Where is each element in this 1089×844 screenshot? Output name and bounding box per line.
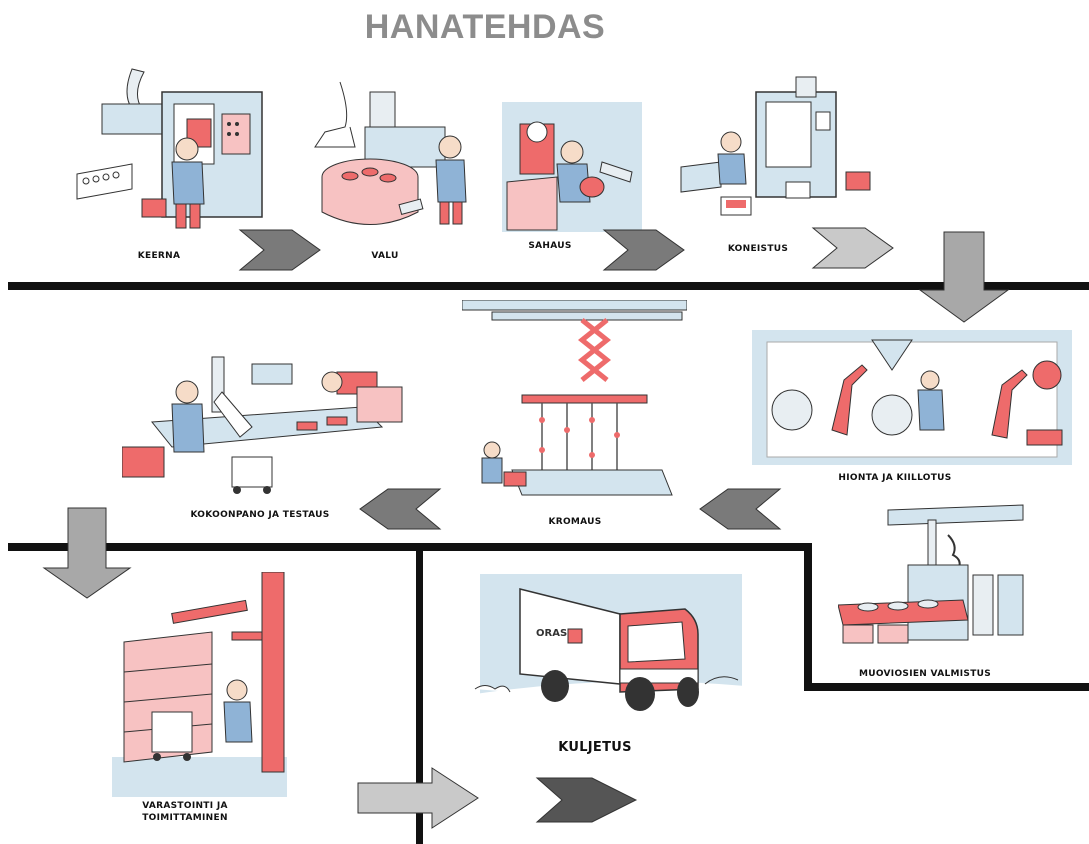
step-label-koneistus: KONEISTUS	[727, 244, 789, 254]
step-chevron-icon	[238, 229, 321, 271]
step-label-kromaus: KROMAUS	[548, 517, 602, 527]
step-label-varastointi-line2: TOIMITTAMINEN	[142, 813, 228, 823]
keerna-illustration	[72, 64, 272, 244]
step-chevron-icon	[811, 227, 894, 269]
kokoonpano-illustration	[122, 352, 407, 497]
down-arrow-icon	[42, 507, 132, 599]
step-label-kuljetus: KULJETUS	[558, 740, 632, 755]
sahaus-illustration	[502, 102, 642, 232]
right-arrow-icon	[357, 767, 479, 829]
step-label-muoviosien: MUOVIOSIEN VALMISTUS	[858, 669, 992, 679]
muoviosien-illustration	[838, 500, 1033, 660]
hionta-illustration	[752, 330, 1072, 465]
step-label-keerna: KEERNA	[137, 251, 181, 261]
step-label-sahaus: SAHAUS	[528, 241, 572, 251]
step-chevron-icon	[602, 229, 685, 271]
page-title: HANATEHDAS	[364, 8, 606, 46]
step-label-varastointi-line1: VARASTOINTI JA	[142, 801, 228, 811]
kuljetus-truck-illustration: ORAS	[470, 574, 745, 729]
down-arrow-icon	[918, 231, 1010, 323]
valu-illustration	[310, 72, 490, 242]
step-label-valu: VALU	[371, 251, 399, 261]
truck-logo-text: ORAS	[536, 628, 567, 639]
left-chevron-icon	[699, 488, 782, 530]
step-label-hionta: HIONTA JA KIILLOTUS	[838, 473, 952, 483]
varastointi-illustration	[112, 572, 287, 797]
kromaus-illustration	[462, 300, 687, 500]
koneistus-illustration	[676, 72, 876, 222]
left-chevron-icon	[359, 488, 442, 530]
step-chevron-icon	[535, 777, 638, 823]
step-label-kokoonpano: KOKOONPANO JA TESTAUS	[190, 510, 330, 520]
